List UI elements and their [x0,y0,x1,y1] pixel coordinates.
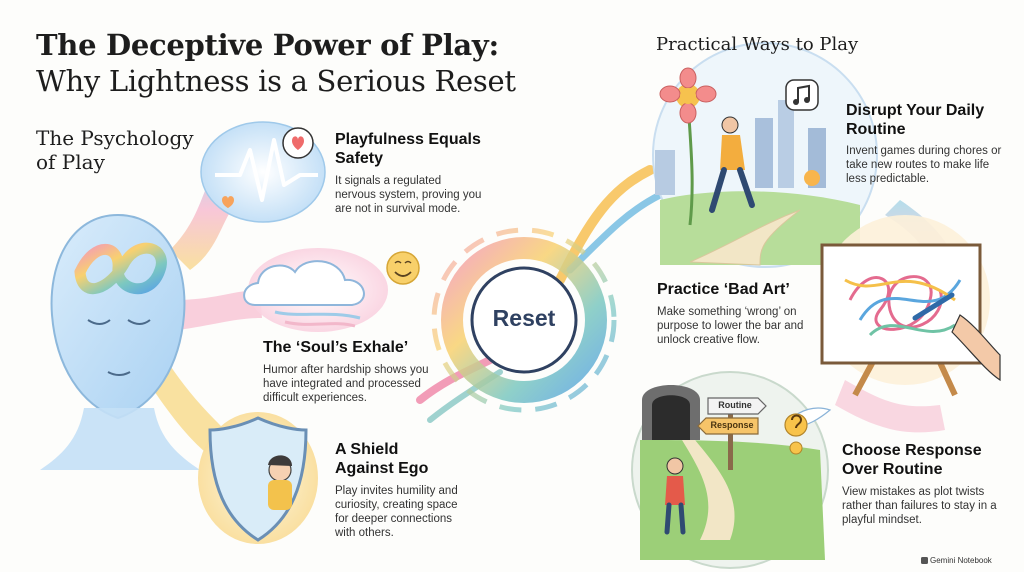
card-body: Invent games during chores or take new r… [846,145,1002,185]
question-icon [784,407,832,455]
card-heading: A Shield Against Ego [335,441,429,477]
credit-label: Gemini Notebook [930,556,992,565]
heartbeat-icon [215,138,318,202]
scene-crossroads [631,371,832,569]
easel-icon [820,215,1001,397]
card-body: Play invites humility and curiosity, cre… [335,485,458,539]
reset-swirl [416,165,664,423]
page-subtitle: Why Lightness is a Serious Reset [36,64,516,98]
gemini-logo-icon [921,557,928,564]
reset-label: Reset [492,305,556,331]
card-bad-art: Practice ‘Bad Art’ Make something ‘wrong… [657,280,809,347]
card-disrupt-routine: Disrupt Your Daily Routine Invent games … [846,101,1006,186]
scene-walk [652,42,878,268]
bubble-safety [200,121,326,223]
cloud-icon [243,260,365,306]
card-heading: Playfulness Equals Safety [335,131,481,167]
card-heading: The ‘Soul’s Exhale’ [263,339,409,356]
card-shield-ego: A Shield Against Ego Play invites humili… [335,440,460,540]
card-body: It signals a regulated nervous system, p… [335,175,482,215]
card-response-routine: Choose Response Over Routine View mistak… [842,441,1014,527]
section-heading-practical: Practical Ways to Play [656,34,859,55]
card-souls-exhale: The ‘Soul’s Exhale’ Humor after hardship… [263,338,433,405]
smiley-icon [386,251,420,285]
sign-response: Response [710,420,754,430]
card-body: View mistakes as plot twists rather than… [842,486,997,526]
page-title: The Deceptive Power of Play: [36,28,499,62]
sign-routine: Routine [718,400,752,410]
card-body: Humor after hardship shows you have inte… [263,364,429,404]
heart-bubble-icon [282,127,314,159]
card-heading: Choose Response Over Routine [842,442,982,478]
card-body: Make something ‘wrong’ on purpose to low… [657,306,804,346]
card-playfulness-safety: Playfulness Equals Safety It signals a r… [335,130,485,216]
bubble-exhale [243,248,420,332]
head-icon [40,213,200,470]
card-heading: Practice ‘Bad Art’ [657,281,790,298]
section-heading-psychology: The Psychology of Play [36,126,194,174]
bubble-shield [198,412,318,544]
card-heading: Disrupt Your Daily Routine [846,102,985,138]
music-note-icon [785,79,819,111]
